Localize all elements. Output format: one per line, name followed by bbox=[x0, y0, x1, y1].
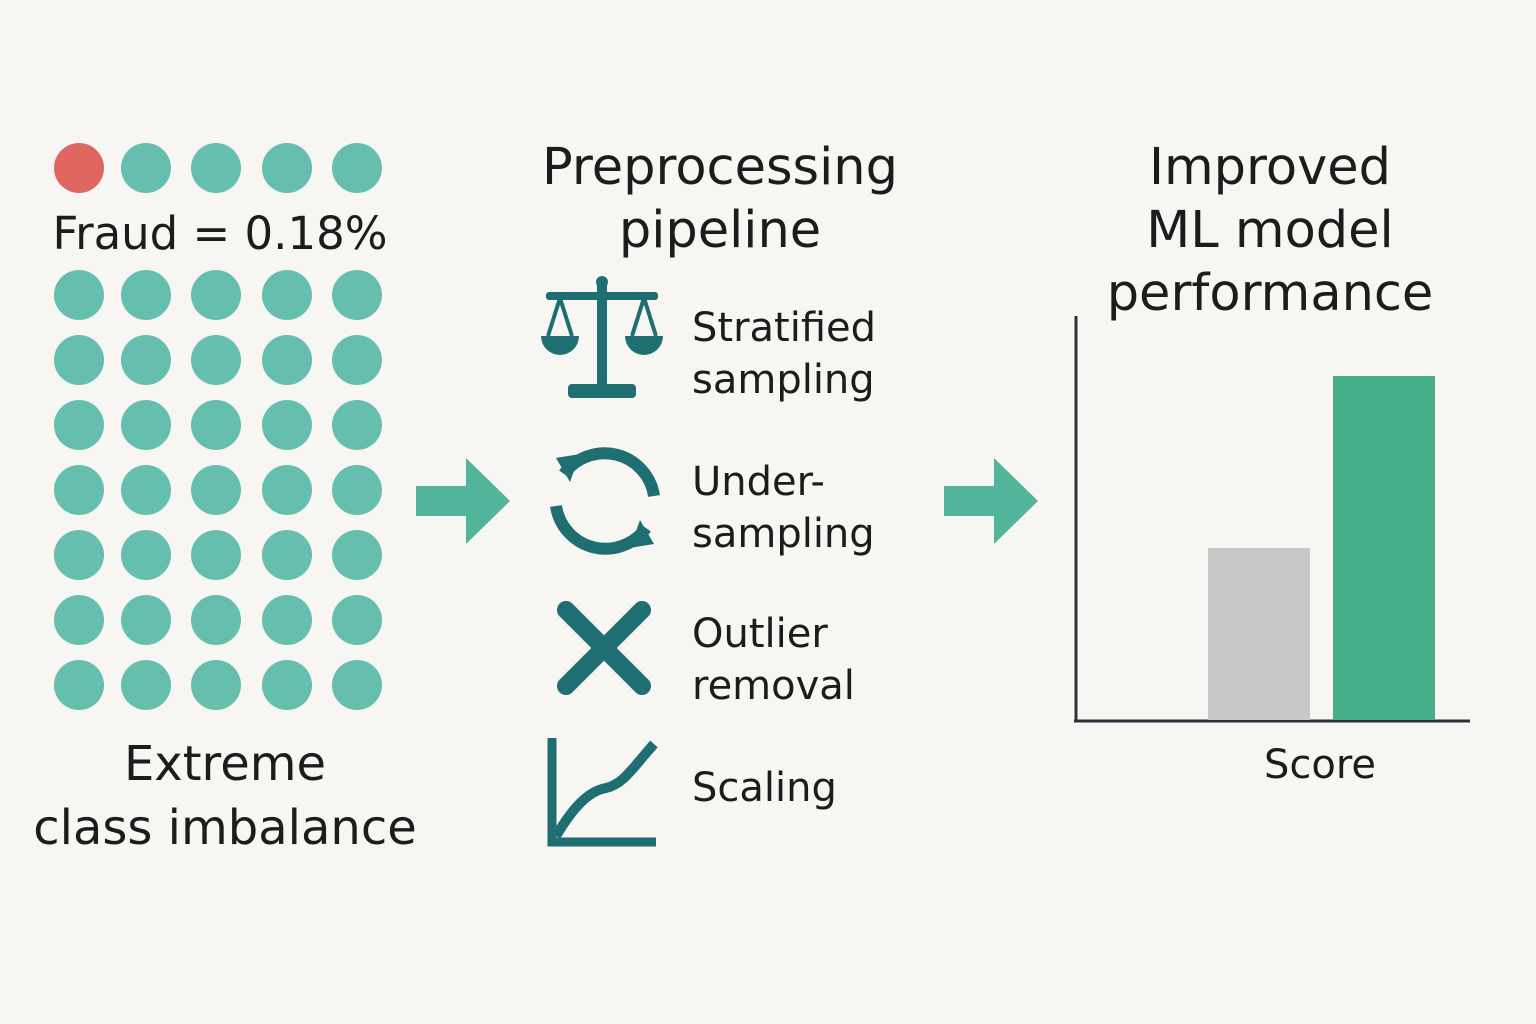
pipeline-title: Preprocessing pipeline bbox=[520, 136, 920, 262]
performance-title: Improved ML model performance bbox=[1060, 136, 1480, 325]
step-label-outlier-removal: Outlier removal bbox=[692, 611, 855, 709]
fraud-rate-label: Fraud = 0.18% bbox=[52, 207, 388, 260]
arrow-right-icon bbox=[416, 458, 510, 544]
legit-dot bbox=[54, 465, 104, 515]
legit-dot bbox=[121, 660, 171, 710]
close-x-icon bbox=[557, 601, 651, 695]
fraud-dot bbox=[54, 143, 104, 193]
legit-dot bbox=[332, 270, 382, 320]
legit-dot bbox=[54, 530, 104, 580]
legit-dot bbox=[54, 595, 104, 645]
balance-scale-icon bbox=[541, 276, 663, 398]
legit-dot bbox=[54, 335, 104, 385]
class-imbalance-title: Extreme class imbalance bbox=[0, 732, 450, 860]
class-imbalance-title-text: Extreme class imbalance bbox=[33, 736, 417, 856]
legit-dot bbox=[121, 335, 171, 385]
refresh-cycle-icon bbox=[550, 447, 660, 555]
step-label-undersampling: Under- sampling bbox=[692, 459, 875, 557]
legit-dot bbox=[332, 335, 382, 385]
legit-dot bbox=[332, 595, 382, 645]
legit-dot bbox=[191, 335, 241, 385]
legit-dot bbox=[54, 270, 104, 320]
arrow-right-icon bbox=[944, 458, 1038, 544]
performance-bar-chart bbox=[1074, 316, 1470, 723]
legit-dot bbox=[262, 270, 312, 320]
legit-dot bbox=[121, 143, 171, 193]
legit-dot bbox=[332, 143, 382, 193]
legit-dot bbox=[121, 400, 171, 450]
legit-dot bbox=[262, 530, 312, 580]
legit-dot bbox=[262, 465, 312, 515]
growth-curve-icon bbox=[547, 738, 658, 847]
legit-dot bbox=[191, 530, 241, 580]
legit-dot bbox=[54, 400, 104, 450]
legit-dot bbox=[262, 143, 312, 193]
legit-dot bbox=[262, 595, 312, 645]
step-label-stratified-sampling: Stratified sampling bbox=[692, 305, 877, 403]
legit-dot bbox=[332, 400, 382, 450]
legit-dot bbox=[121, 465, 171, 515]
legit-dot bbox=[262, 400, 312, 450]
legit-dot bbox=[121, 530, 171, 580]
legit-dot bbox=[191, 400, 241, 450]
legit-dot bbox=[332, 530, 382, 580]
legit-dot bbox=[191, 143, 241, 193]
legit-dot bbox=[262, 660, 312, 710]
bar-after bbox=[1333, 376, 1435, 720]
legit-dot bbox=[121, 595, 171, 645]
legit-dot bbox=[191, 465, 241, 515]
legit-dot bbox=[332, 660, 382, 710]
legit-dot bbox=[332, 465, 382, 515]
legit-dot bbox=[262, 335, 312, 385]
step-label-scaling: Scaling bbox=[692, 765, 837, 811]
bar-before bbox=[1208, 548, 1310, 720]
legit-dot bbox=[191, 270, 241, 320]
legit-dot bbox=[191, 595, 241, 645]
legit-dot bbox=[121, 270, 171, 320]
performance-title-text: Improved ML model performance bbox=[1106, 138, 1434, 323]
pipeline-title-text: Preprocessing pipeline bbox=[542, 138, 898, 260]
x-axis-label: Score bbox=[1263, 742, 1377, 788]
legit-dot bbox=[191, 660, 241, 710]
legit-dot bbox=[54, 660, 104, 710]
